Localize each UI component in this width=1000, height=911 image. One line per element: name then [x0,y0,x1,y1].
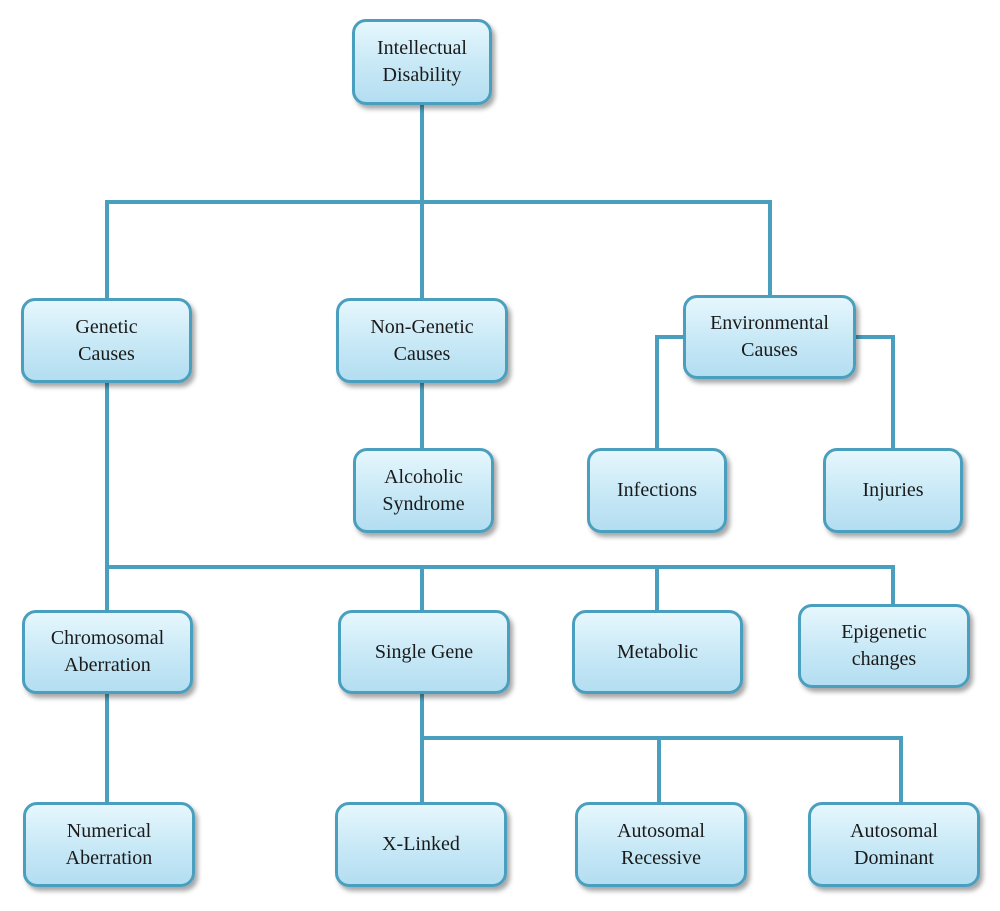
node-label: Chromosomal Aberration [50,627,165,676]
node-label: Autosomal Dominant [850,819,938,869]
node-alcoholic-syndrome: Alcoholic Syndrome [353,448,494,533]
node-label: Injuries [862,479,924,501]
node-label: Autosomal Recessive [617,819,705,869]
node-label: Numerical Aberration [65,819,153,869]
node-label: Environmental Causes [710,312,829,361]
node-label: Non-Genetic Causes [370,315,474,365]
node-label: Epigenetic changes [841,621,927,670]
node-numerical-aberration: Numerical Aberration [23,802,195,887]
connector-to-injuries [854,335,895,450]
node-label: X-Linked [382,833,460,855]
node-single-gene: Single Gene [338,610,510,694]
node-autosomal-recessive: Autosomal Recessive [575,802,747,887]
node-infections: Infections [587,448,727,533]
connector-to-infections [655,335,688,450]
node-injuries: Injuries [823,448,963,533]
node-environmental-causes: Environmental Causes [683,295,856,379]
node-autosomal-dominant: Autosomal Dominant [808,802,980,887]
node-intellectual-disability: Intellectual Disability [352,19,492,105]
node-label: Single Gene [374,640,474,663]
node-label: Metabolic [616,640,699,663]
node-epigenetic-changes: Epigenetic changes [798,604,970,688]
node-genetic-causes: Genetic Causes [21,298,192,383]
node-label: Infections [617,479,697,501]
node-x-linked: X-Linked [335,802,507,887]
node-label: Alcoholic Syndrome [382,465,465,515]
node-non-genetic-causes: Non-Genetic Causes [336,298,508,383]
node-metabolic: Metabolic [572,610,743,694]
node-label: Intellectual Disability [377,37,467,86]
node-chromosomal-aberration: Chromosomal Aberration [22,610,193,694]
node-label: Genetic Causes [75,315,138,365]
